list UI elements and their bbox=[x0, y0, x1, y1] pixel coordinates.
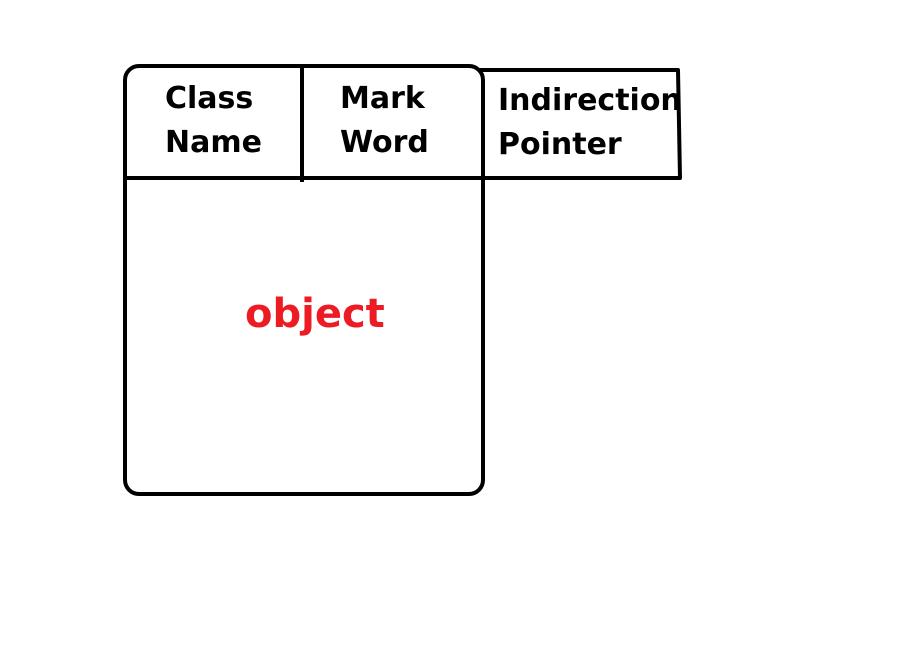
object-body-label: object bbox=[245, 291, 385, 337]
indirection-pointer-box bbox=[478, 68, 682, 180]
mark-word-line2: Word bbox=[340, 125, 429, 160]
object-box bbox=[123, 64, 485, 496]
indirection-line2: Pointer bbox=[498, 127, 622, 162]
class-name-line2: Name bbox=[165, 125, 262, 160]
class-name-line1: Class bbox=[165, 81, 254, 116]
indirection-pointer-cell-label: Indirection Pointer bbox=[498, 79, 682, 167]
indirection-line1: Indirection bbox=[498, 83, 682, 118]
mark-word-line1: Mark bbox=[340, 81, 425, 116]
class-name-cell-label: Class Name bbox=[165, 77, 262, 165]
mark-word-cell-label: Mark Word bbox=[340, 77, 429, 165]
